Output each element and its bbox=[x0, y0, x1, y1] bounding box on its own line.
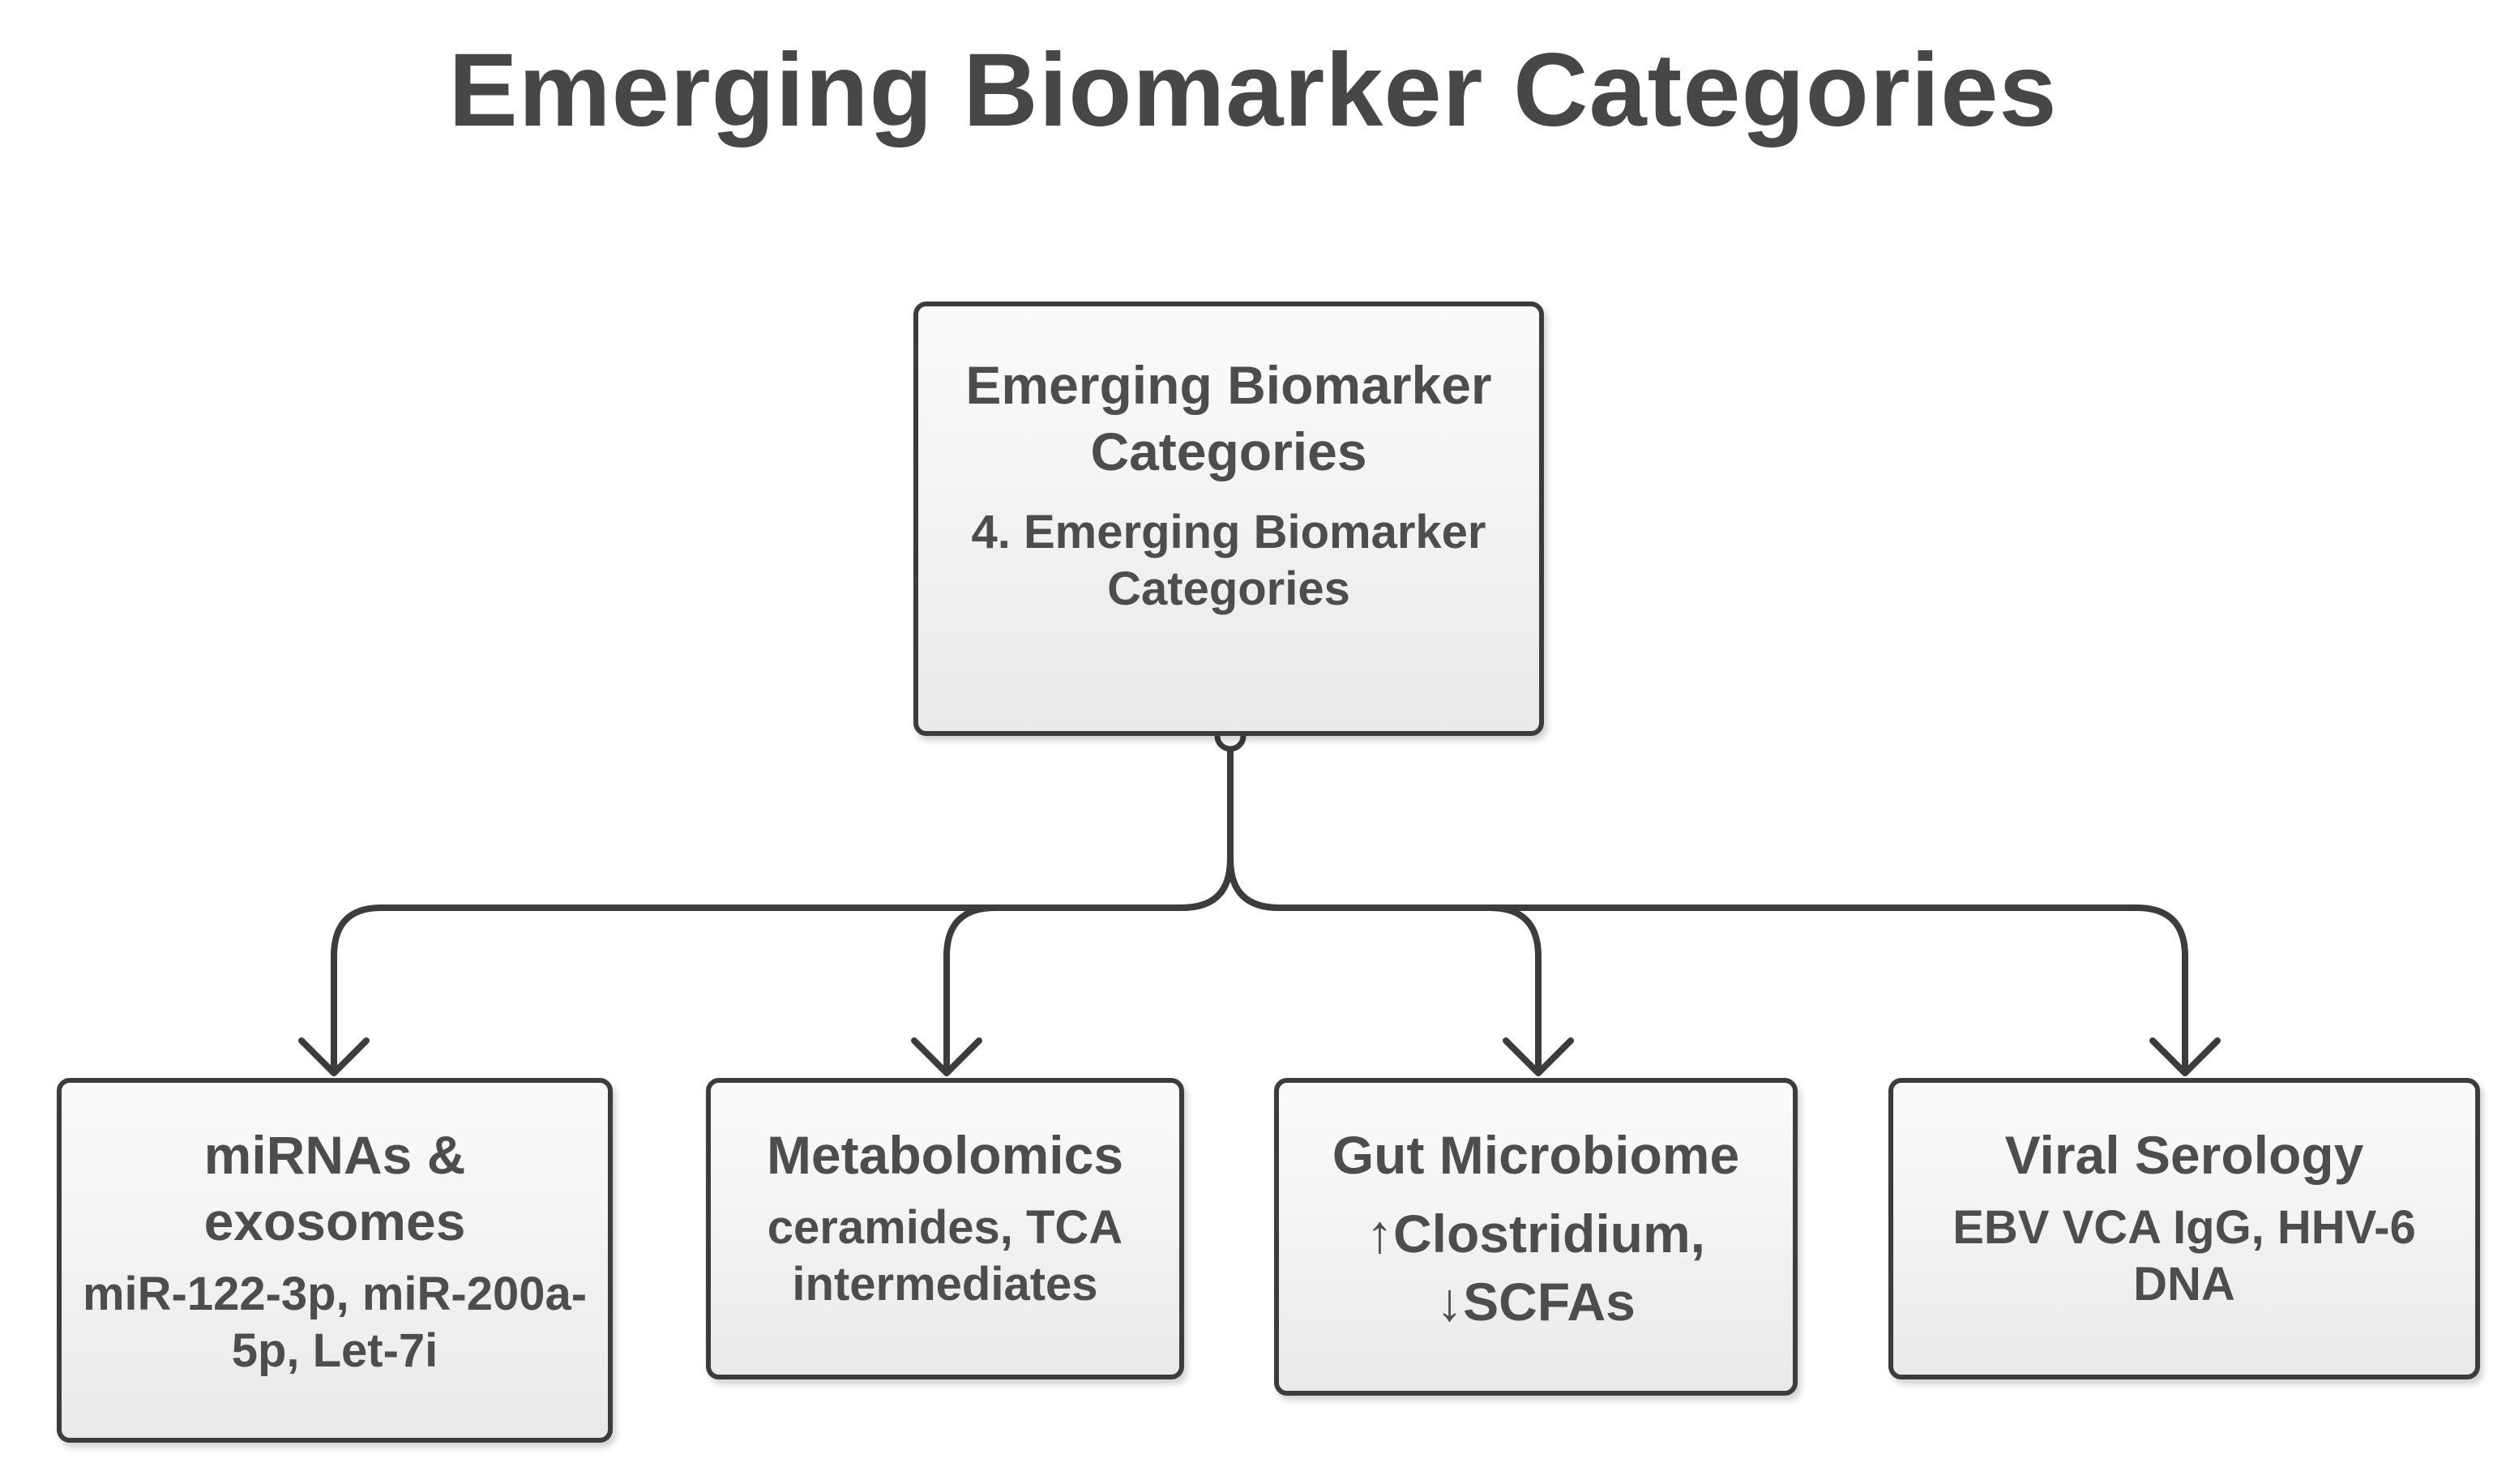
child-node-detail: miR-122-3p, miR-200a-5p, Let-7i bbox=[82, 1268, 588, 1377]
child-node-label: miRNAs & exosomes bbox=[203, 1125, 466, 1251]
diagram-title: Emerging Biomarker Categories bbox=[448, 32, 2058, 148]
connector-to-child-3 bbox=[1227, 856, 2188, 1071]
arrowhead-child-1 bbox=[911, 1037, 982, 1076]
child-node-detail: ↑Clostridium, ↓SCFAs bbox=[1366, 1204, 1705, 1332]
child-node-label: Metabolomics bbox=[766, 1125, 1124, 1185]
connector-to-child-2 bbox=[1227, 856, 1542, 1071]
child-node-detail: EBV VCA IgG, HHV-6 DNA bbox=[1952, 1201, 2416, 1311]
child-node-label: Viral Serology bbox=[2004, 1125, 2364, 1185]
arrowhead-child-3 bbox=[2149, 1037, 2221, 1076]
child-node-gut-microbiome: Gut Microbiome ↑Clostridium, ↓SCFAs bbox=[1274, 1078, 1798, 1396]
child-node-metabolomics: Metabolomics ceramides, TCA intermediate… bbox=[706, 1078, 1184, 1379]
connector-to-child-1 bbox=[943, 856, 1234, 1071]
root-node-label: Emerging Biomarker Categories bbox=[965, 355, 1492, 481]
child-node-label: Gut Microbiome bbox=[1332, 1125, 1740, 1185]
arrowhead-child-0 bbox=[298, 1037, 370, 1076]
root-node-subtitle: 4. Emerging Biomarker Categories bbox=[971, 506, 1486, 615]
child-node-detail: ceramides, TCA intermediates bbox=[767, 1201, 1123, 1311]
child-node-viral-serology: Viral Serology EBV VCA IgG, HHV-6 DNA bbox=[1888, 1078, 2480, 1379]
connector-to-child-0 bbox=[331, 856, 1234, 1071]
root-node: Emerging Biomarker Categories 4. Emergin… bbox=[913, 302, 1544, 736]
child-node-mirnas: miRNAs & exosomes miR-122-3p, miR-200a-5… bbox=[57, 1078, 613, 1443]
arrowhead-child-2 bbox=[1503, 1037, 1574, 1076]
